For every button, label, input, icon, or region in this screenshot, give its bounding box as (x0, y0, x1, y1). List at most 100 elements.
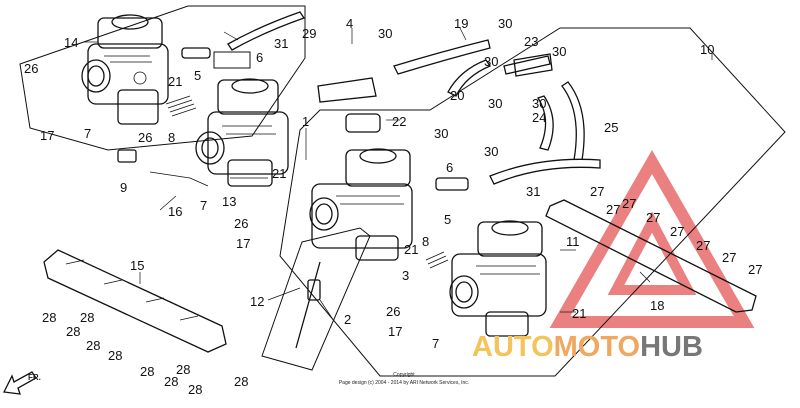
watermark-word-moto: MOTO (554, 331, 640, 363)
callout-28: 28 (188, 382, 202, 397)
hose-31-mid (489, 158, 601, 185)
watermark-triangle-inner (607, 211, 697, 295)
hose-25 (561, 81, 585, 161)
callout-22: 22 (392, 114, 406, 129)
callout-27: 27 (622, 196, 636, 211)
callout-19: 19 (454, 16, 468, 31)
callout-30: 30 (498, 16, 512, 31)
callout-28: 28 (80, 310, 94, 325)
callout-27: 27 (606, 202, 620, 217)
callout-labels: 14 26 17 7 8 21 5 6 31 29 4 30 19 30 23 … (24, 16, 762, 397)
watermark-word-auto: AUTO (472, 331, 554, 363)
callout-7: 7 (200, 198, 207, 213)
front-direction-label: FR. (28, 373, 41, 382)
connecting-plates (43, 199, 757, 353)
callout-21: 21 (572, 306, 586, 321)
callout-2: 2 (344, 312, 351, 327)
bracket-4 (317, 77, 377, 103)
small-parts (117, 47, 553, 349)
callout-18: 18 (650, 298, 664, 313)
carburetor-1 (81, 14, 169, 125)
callout-31: 31 (274, 36, 288, 51)
callout-21: 21 (404, 242, 418, 257)
callout-30: 30 (484, 144, 498, 159)
watermark-word-hub: HUB (640, 331, 703, 363)
hose-31-top (227, 11, 306, 51)
screw-group-box-left (213, 51, 251, 69)
copyright-notice: Copyright Page design (c) 2004 - 2014 by… (339, 372, 469, 386)
callout-26: 26 (386, 304, 400, 319)
callout-28: 28 (66, 324, 80, 339)
callout-28: 28 (164, 374, 178, 389)
callout-27: 27 (748, 262, 762, 277)
callout-10: 10 (700, 42, 714, 57)
spring-9 (117, 149, 137, 163)
spacer-6b (435, 177, 469, 191)
callout-4: 4 (346, 16, 353, 31)
callout-27: 27 (590, 184, 604, 199)
hose-19 (393, 39, 491, 75)
callout-26: 26 (138, 130, 152, 145)
callout-30: 30 (484, 54, 498, 69)
callout-28: 28 (108, 348, 122, 363)
stay-plate-18 (545, 199, 757, 313)
callout-27: 27 (670, 224, 684, 239)
hose-24 (537, 95, 554, 151)
float-valve-outline (261, 227, 371, 371)
bracket-22 (345, 113, 381, 133)
callout-27: 27 (646, 210, 660, 225)
callout-25: 25 (604, 120, 618, 135)
callout-30: 30 (488, 96, 502, 111)
hose-20 (447, 59, 491, 97)
callout-16: 16 (168, 204, 182, 219)
watermark-triangle-outer (549, 149, 755, 328)
callout-17: 17 (236, 236, 250, 251)
callout-26: 26 (234, 216, 248, 231)
watermark-logo (549, 149, 755, 328)
callout-7: 7 (84, 126, 91, 141)
front-direction-arrow: FR. (3, 371, 41, 395)
callout-14: 14 (64, 35, 78, 50)
spring-8a (165, 95, 197, 117)
copyright-line-1: Copyright (393, 372, 415, 378)
callout-26: 26 (24, 61, 38, 76)
needle-2 (295, 261, 321, 349)
carburetor-4 (449, 220, 547, 337)
spacer-6a (181, 47, 211, 59)
watermark-wordmark: AUTOMOTOHUB (472, 331, 703, 363)
callout-21: 21 (168, 74, 182, 89)
joint-23 (513, 53, 553, 77)
callout-6: 6 (256, 50, 263, 65)
callout-3: 3 (402, 268, 409, 283)
callout-31: 31 (526, 184, 540, 199)
main-assembly-outline (279, 27, 786, 377)
callout-29: 29 (302, 26, 316, 41)
needle-12-body (307, 279, 321, 301)
callout-15: 15 (130, 258, 144, 273)
stay-plate-15 (43, 249, 227, 353)
callout-6: 6 (446, 160, 453, 175)
callout-24: 24 (532, 110, 546, 125)
callout-17: 17 (40, 128, 54, 143)
callout-30: 30 (434, 126, 448, 141)
callout-27: 27 (722, 250, 736, 265)
carburetor-2 (195, 78, 289, 187)
callout-21: 21 (272, 166, 286, 181)
callout-28: 28 (234, 374, 248, 389)
spring-8b (425, 251, 449, 269)
svg-text:AUTOMOTOHUB: AUTOMOTOHUB (472, 331, 703, 363)
callout-30: 30 (552, 44, 566, 59)
callout-28: 28 (42, 310, 56, 325)
carburetor-3 (309, 148, 413, 261)
callout-27: 27 (696, 238, 710, 253)
leader-lines (84, 27, 713, 319)
callout-9: 9 (120, 180, 127, 195)
copyright-line-2: Page design (c) 2004 - 2014 by ARI Netwo… (339, 380, 469, 386)
callout-5: 5 (444, 212, 451, 227)
callout-28: 28 (140, 364, 154, 379)
bracket-16 (149, 171, 209, 187)
callout-30: 30 (532, 96, 546, 111)
callout-23: 23 (524, 34, 538, 49)
